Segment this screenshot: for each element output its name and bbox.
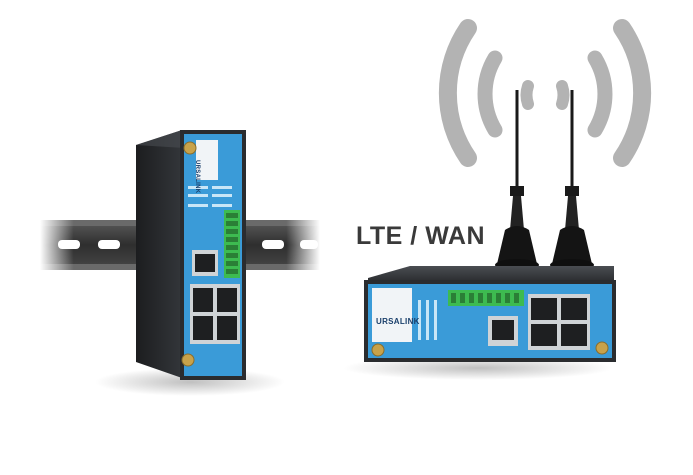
antenna-icon: [495, 90, 594, 271]
ethernet-port-icon: [192, 250, 218, 276]
brand-logo-horizontal: URSALINK: [376, 317, 420, 326]
antenna-connector: [371, 341, 609, 357]
signal-waves-icon: [438, 19, 652, 167]
industrial-router-desktop: [364, 266, 616, 362]
terminal-block-icon: [448, 290, 524, 306]
brand-logo-vertical: URSALINK: [194, 160, 200, 194]
antenna-connector: [181, 141, 197, 367]
ethernet-port-icon: [488, 316, 518, 346]
terminal-block-icon: [224, 210, 240, 278]
ethernet-port-icon: [190, 284, 240, 344]
ethernet-port-icon: [528, 294, 590, 350]
lte-wan-label: LTE / WAN: [356, 222, 486, 250]
industrial-router-din-rail: [136, 130, 246, 380]
